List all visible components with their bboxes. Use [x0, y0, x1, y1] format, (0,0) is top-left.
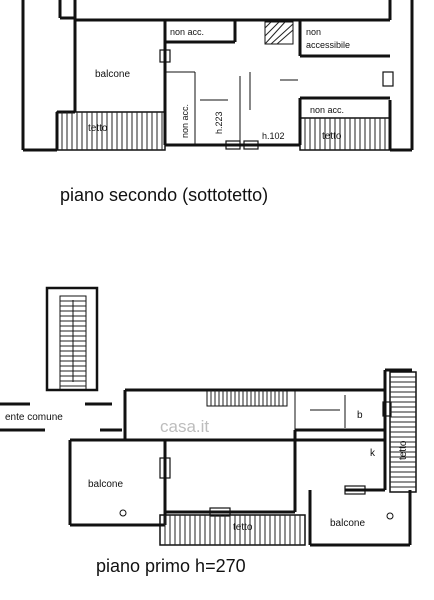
label-balcone-right: balcone — [330, 518, 365, 529]
label-k: k — [370, 448, 376, 459]
second-floor-plan: non acc. non accessibile balcone non acc… — [21, 0, 414, 205]
first-floor-plan: casa.it ente comune balcone tetto balcon… — [0, 286, 417, 576]
label-b: b — [357, 410, 363, 421]
caption-first-floor: piano primo h=270 — [96, 556, 246, 576]
label-ente-comune: ente comune — [5, 412, 63, 423]
label-non-accessibile-1: non — [306, 27, 321, 37]
label-balcone-left: balcone — [88, 479, 123, 490]
watermark-casa-it: casa.it — [160, 417, 209, 436]
label-non-acc-top: non acc. — [170, 27, 204, 37]
label-balcone-second: balcone — [95, 69, 130, 80]
label-tetto-bottom: tetto — [233, 522, 253, 533]
label-h223: h.223 — [214, 111, 224, 134]
label-tetto-side: tetto — [398, 440, 409, 460]
label-tetto-right: tetto — [322, 131, 342, 142]
tetto-hatch-right — [299, 117, 391, 151]
caption-second-floor: piano secondo (sottotetto) — [60, 185, 268, 205]
label-non-accessibile-2: accessibile — [306, 40, 350, 50]
tetto-hatch-left — [56, 111, 166, 151]
label-h102: h.102 — [262, 131, 285, 141]
label-non-acc-vertical: non acc. — [180, 104, 190, 138]
label-non-acc-right: non acc. — [310, 105, 344, 115]
label-tetto-left: tetto — [88, 123, 108, 134]
